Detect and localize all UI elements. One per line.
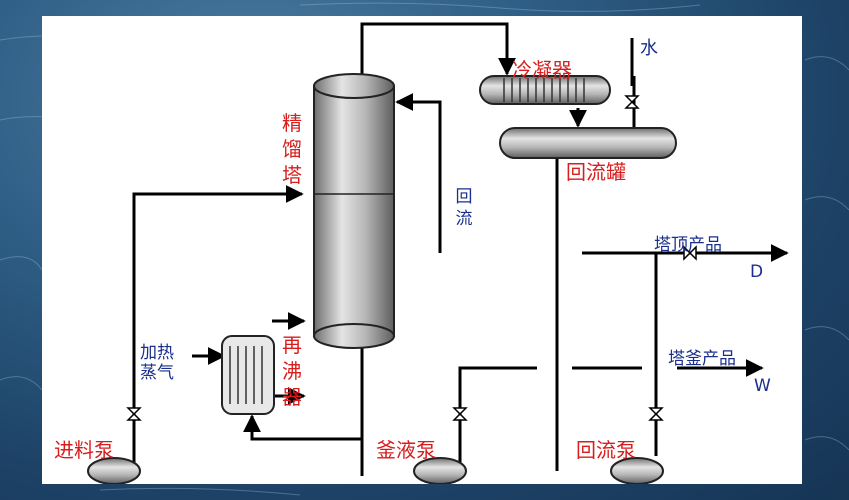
- kettle-product-line: [458, 366, 537, 471]
- distillation-diagram: 冷凝器 水 精馏塔 回流罐 回流 塔顶产品 D 加热 蒸气 再沸器 塔釜产品 W…: [42, 16, 802, 484]
- distillation-column: [313, 73, 395, 349]
- feed-valve: [126, 407, 142, 421]
- condenser: [479, 75, 611, 105]
- reflux-pump-label: 回流泵: [576, 438, 636, 462]
- feed-pump-label: 进料泵: [54, 438, 114, 462]
- pumps: [87, 457, 664, 484]
- reboiler-label: 再沸器: [282, 333, 302, 409]
- feed-line: [132, 185, 304, 471]
- reflux-label: 回流: [455, 187, 473, 229]
- top-product-symbol: D: [750, 262, 764, 282]
- reflux-pump-body: [610, 457, 664, 484]
- condenser-label: 冷凝器: [512, 58, 572, 82]
- vapor-line: [360, 22, 516, 80]
- pipes: [132, 22, 789, 476]
- reflux-line: [395, 93, 442, 253]
- reboiler-loop: [243, 414, 362, 441]
- bottom-product-symbol: W: [754, 376, 771, 396]
- feed-pump-body: [87, 457, 141, 484]
- kettle-pump-label: 釜液泵: [376, 438, 436, 462]
- bottom-product-label: 塔釜产品: [668, 349, 736, 369]
- top-product-valve: [683, 245, 697, 261]
- reflux-drum: [499, 127, 677, 159]
- steam-label-2: 蒸气: [140, 363, 174, 383]
- kettle-pump-body: [413, 457, 467, 484]
- valves: [126, 95, 697, 421]
- steam-label-1: 加热: [140, 343, 174, 363]
- reflux-pump-valve: [648, 407, 664, 421]
- top-product-label: 塔顶产品: [654, 235, 722, 255]
- column-label: 精馏塔: [282, 111, 302, 187]
- water-valve: [624, 95, 640, 109]
- reboiler: [221, 335, 275, 415]
- water-label: 水: [640, 38, 658, 59]
- reflux-drum-label: 回流罐: [566, 160, 626, 184]
- kettle-valve: [452, 407, 468, 421]
